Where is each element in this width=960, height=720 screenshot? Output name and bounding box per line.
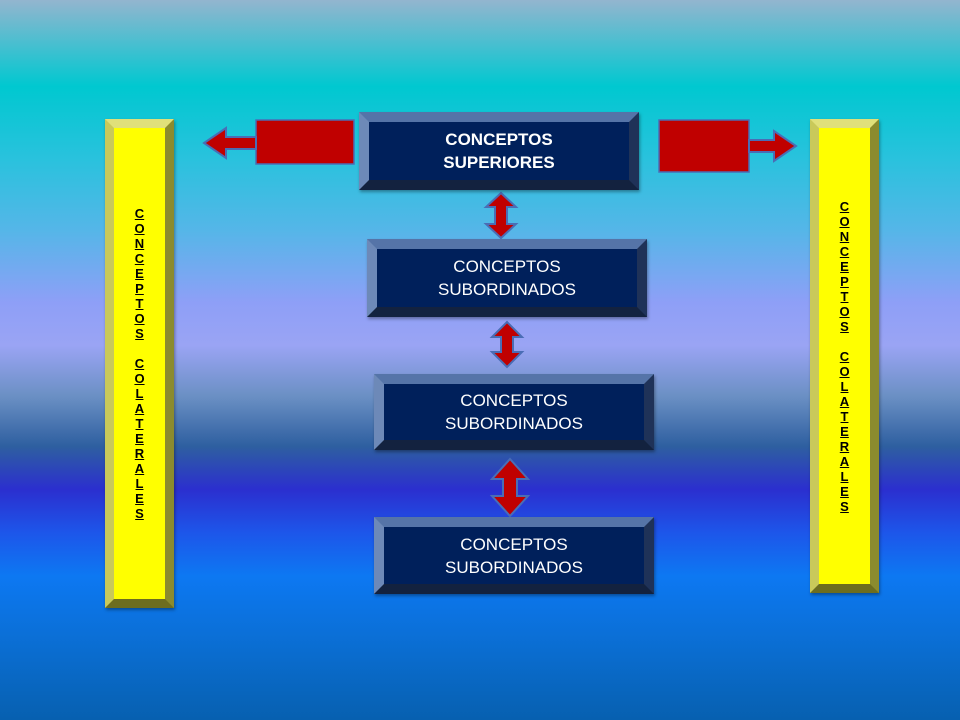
right-collateral-panel: C O N C E P T O S C O L A T E R A L E S xyxy=(810,119,879,593)
subordinate-concepts-box-3: CONCEPTOS SUBORDINADOS xyxy=(374,517,654,594)
double-arrow-3 xyxy=(489,457,531,518)
subordinate-concepts-box-1: CONCEPTOS SUBORDINADOS xyxy=(367,239,647,317)
subordinate-concepts-box-2: CONCEPTOS SUBORDINADOS xyxy=(374,374,654,450)
subordinate-concepts-label-2: CONCEPTOS SUBORDINADOS xyxy=(445,391,583,433)
right-collateral-label: C O N C E P T O S C O L A T E R A L E S xyxy=(839,198,850,514)
superior-concepts-box: CONCEPTOS SUPERIORES xyxy=(359,112,639,190)
right-arrow xyxy=(658,119,798,173)
superior-concepts-label: CONCEPTOS SUPERIORES xyxy=(443,130,555,172)
subordinate-concepts-label-3: CONCEPTOS SUBORDINADOS xyxy=(445,534,583,577)
double-arrow-1 xyxy=(483,191,519,240)
left-arrow xyxy=(202,119,355,165)
left-collateral-panel: C O N C E P T O S C O L A T E R A L E S xyxy=(105,119,174,608)
subordinate-concepts-label-1: CONCEPTOS SUBORDINADOS xyxy=(438,257,576,299)
double-arrow-2 xyxy=(489,320,525,369)
left-collateral-label: C O N C E P T O S C O L A T E R A L E S xyxy=(134,206,145,521)
